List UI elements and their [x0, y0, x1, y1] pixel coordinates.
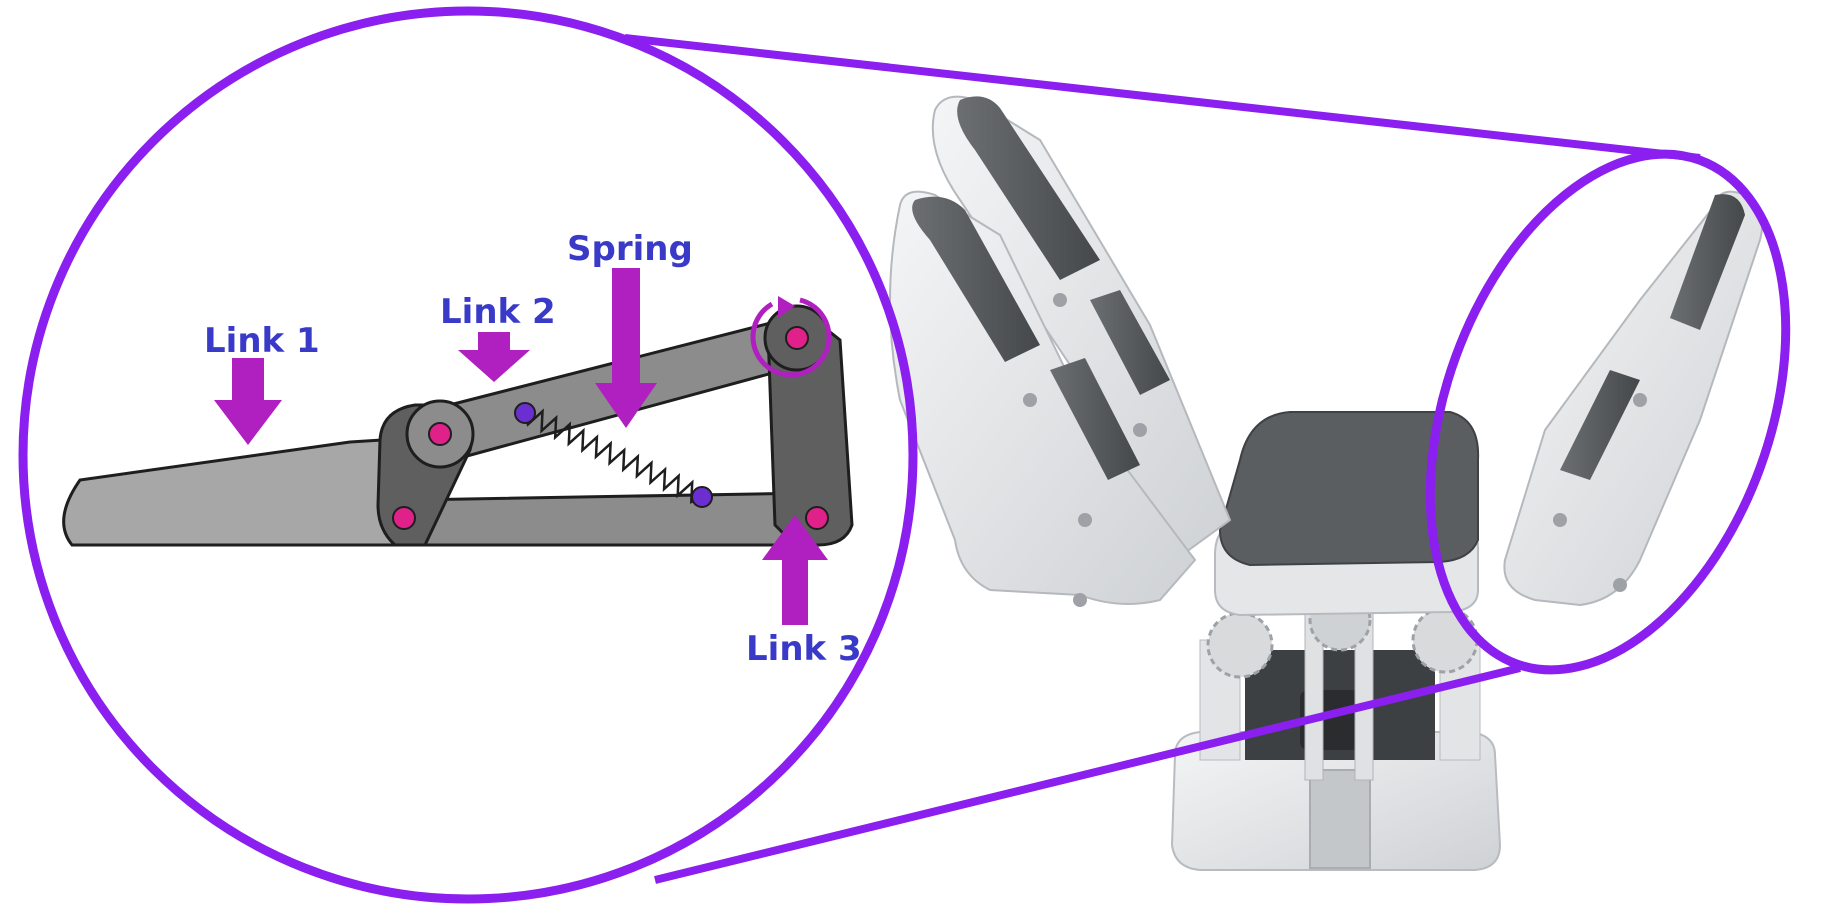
spring-coil	[523, 408, 703, 504]
label-spring: Spring	[567, 229, 693, 269]
link-2-arrow	[458, 332, 530, 382]
pin-top-right	[785, 326, 809, 350]
spring-anchor-upper	[514, 402, 536, 424]
diagram-labels: Link 1 Link 2 Spring Link 3	[204, 229, 862, 669]
link-1-arrow	[214, 358, 282, 445]
label-link-1: Link 1	[204, 321, 320, 361]
callout-arrows	[214, 268, 828, 625]
connector-line-bottom	[654, 664, 1521, 884]
left-finger-front	[889, 190, 1197, 607]
rotation-arrow-icon	[750, 296, 832, 378]
pin-link1-lower	[392, 506, 416, 530]
label-link-3: Link 3	[746, 629, 862, 669]
pin-bottom-right	[805, 506, 829, 530]
connector-line-top	[624, 34, 1701, 162]
pin-link1-upper	[428, 422, 452, 446]
magnification-outline	[18, 6, 1791, 904]
gripper-base	[1170, 589, 1502, 871]
gripper-palm	[1214, 411, 1480, 617]
link-3-arrow	[762, 515, 828, 625]
lower-bar	[392, 491, 814, 547]
right-finger	[1503, 190, 1764, 607]
zoom-circle	[18, 6, 918, 904]
finger-linkage-mechanism	[62, 304, 854, 547]
spring-anchor-lower	[691, 486, 713, 508]
left-finger-back	[931, 95, 1232, 562]
robotic-gripper-illustration	[889, 95, 1764, 871]
spring-arrow	[595, 268, 657, 428]
label-link-2: Link 2	[440, 292, 556, 332]
link-1-body	[62, 438, 412, 547]
